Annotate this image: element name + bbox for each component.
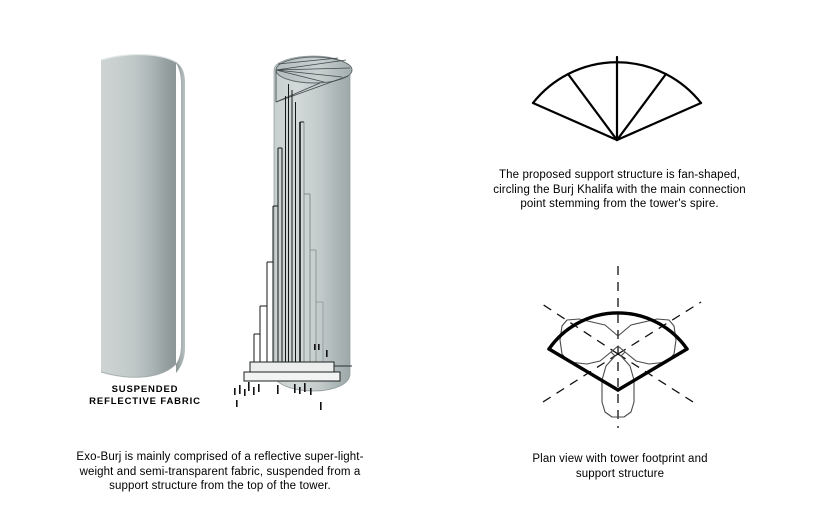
fabric-caption: Exo-Burj is mainly comprised of a reflec…: [65, 450, 375, 494]
support-chord-2: [275, 67, 351, 71]
fan-rib-outer-right: [615, 101, 703, 142]
footprint-core-notch: [610, 345, 626, 353]
plan-view-svg: [538, 266, 702, 428]
fan-caption: The proposed support structure is fan-sh…: [487, 168, 752, 212]
scale-person: [326, 350, 328, 357]
scale-person: [299, 387, 301, 394]
fan-caption-line-2: circling the Burj Khalifa with the main …: [493, 183, 746, 196]
scale-person: [234, 388, 236, 395]
fabric-panel-figure: [88, 48, 198, 388]
support-chord-3: [275, 69, 343, 78]
plan-view-figure: [505, 262, 745, 432]
fan-caption-line-3: point stemming from the tower's spire.: [520, 198, 719, 210]
footprint-outline: [559, 318, 677, 418]
fabric-rolled-edge: [176, 62, 185, 373]
plan-support-leg-left: [547, 347, 620, 392]
fabric-caption-line-2: weight and semi-transparent fabric, susp…: [79, 465, 361, 478]
plan-support-structure: [547, 311, 689, 392]
scale-person: [253, 387, 255, 395]
plan-caption-line-2: support structure: [575, 467, 665, 480]
scale-person: [248, 382, 250, 391]
fan-diagram-figure: [520, 45, 720, 155]
top-support-structure: [275, 56, 353, 103]
tower-podium: [243, 361, 352, 382]
fabric-label-line-2: REFLECTIVE FABRIC: [89, 396, 201, 407]
plan-support-arc: [547, 311, 689, 351]
plan-axis-group: [538, 266, 702, 428]
support-chord-4: [275, 69, 325, 83]
plan-axis-upper-right: [617, 301, 702, 355]
fan-rib-outer-left: [531, 101, 619, 142]
scale-person: [244, 389, 246, 396]
scale-person: [239, 385, 241, 394]
fabric-caption-line-3: support structure from the top of the to…: [109, 480, 331, 492]
fan-rib-inner-right: [615, 72, 668, 142]
support-stay-1: [275, 82, 321, 103]
fabric-caption-line-1: Exo-Burj is mainly comprised of a reflec…: [76, 451, 364, 463]
podium-lower-slab: [243, 371, 341, 382]
scale-person: [318, 344, 320, 350]
tower-elevation-figure: [228, 44, 368, 419]
fabric-panel-svg: [100, 53, 185, 378]
scale-people-group: [234, 344, 328, 410]
plan-caption: Plan view with tower footprint and suppo…: [500, 452, 740, 481]
scale-person: [294, 384, 296, 393]
tower-footprint: [559, 318, 677, 418]
tower-outline: [253, 84, 324, 362]
scale-person: [310, 388, 312, 395]
support-chord-1: [275, 59, 347, 71]
plan-caption-line-1: Plan view with tower footprint and: [532, 453, 708, 465]
scale-person: [277, 385, 279, 394]
scale-person: [320, 402, 322, 410]
fan-diagram-svg: [531, 55, 703, 142]
scale-person: [304, 383, 306, 392]
support-chord-5: [277, 57, 339, 65]
scale-person: [236, 400, 238, 407]
fabric-panel-label: SUSPENDED REFLECTIVE FABRIC: [60, 384, 230, 408]
tower-elevation-svg: [234, 55, 353, 410]
fan-caption-line-1: The proposed support structure is fan-sh…: [498, 169, 741, 181]
plan-support-leg-right: [616, 347, 689, 392]
fabric-top-highlight: [100, 53, 177, 63]
fabric-label-line-1: SUSPENDED: [111, 384, 179, 395]
fabric-sheet-surface: [101, 54, 176, 378]
scale-person: [258, 384, 260, 392]
scale-person: [314, 344, 316, 350]
podium-upper-slab: [249, 361, 335, 373]
fabric-bottom-edge: [100, 363, 177, 378]
fabric-shroud-cylinder: [273, 55, 351, 392]
fan-rib-inner-left: [566, 72, 619, 142]
